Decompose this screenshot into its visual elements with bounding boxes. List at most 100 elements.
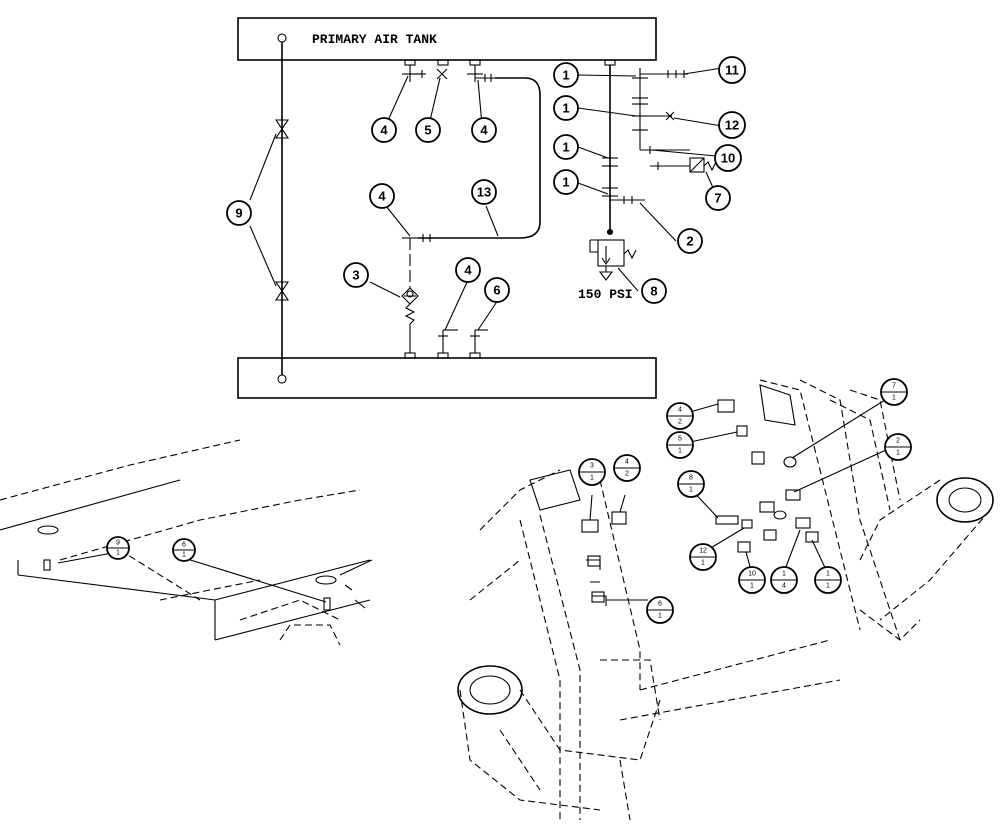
svg-text:1: 1 [782,571,786,578]
svg-text:1: 1 [590,475,594,482]
callout-4: 4 [369,183,395,209]
tank-label: PRIMARY AIR TANK [312,32,437,47]
callout-7: 7 [705,185,731,211]
callout-11: 11 [718,56,746,84]
primary-air-tank [237,17,657,61]
svg-text:3: 3 [352,268,359,283]
right-callout-12: 12 1 [689,543,717,571]
left-callout-6: 6 1 [172,538,196,562]
relief-valve [597,239,625,267]
svg-text:9: 9 [116,540,120,547]
callout-3: 3 [343,262,369,288]
svg-text:5: 5 [424,123,431,138]
left-isometric-view: 9 1 6 1 [0,439,373,646]
svg-text:4: 4 [378,189,386,204]
svg-text:13: 13 [477,185,491,200]
right-callout-6: 61 [646,596,674,624]
svg-text:4: 4 [464,263,472,278]
callout-6: 6 [484,277,510,303]
svg-text:1: 1 [750,583,754,590]
svg-text:1: 1 [826,583,830,590]
leader-lines [249,67,723,331]
check-valve [401,287,419,305]
manifold-line [589,65,717,281]
schematic-callouts: 9 4 5 4 4 13 3 4 6 1 1 1 1 11 12 10 7 2 … [226,56,746,304]
bottom-port-fittings [438,329,488,353]
svg-text:4: 4 [678,407,682,414]
callout-4: 4 [471,117,497,143]
callout-1: 1 [553,95,579,121]
fittings [581,399,819,606]
svg-text:10: 10 [748,571,756,578]
svg-text:1: 1 [562,175,569,190]
right-isometric-view: 31 42 61 42 51 71 21 81 121 101 14 11 [457,378,994,821]
svg-text:2: 2 [686,234,693,249]
pressure-label: 150 PSI [578,287,633,302]
right-callout-8: 81 [677,470,705,498]
svg-text:4: 4 [380,123,388,138]
right-callout-3: 31 [578,458,606,486]
tank-connection-line [274,33,290,384]
callout-10: 10 [714,144,742,172]
right-callout-1-4: 14 [770,566,798,594]
svg-text:2: 2 [625,471,629,478]
svg-text:2: 2 [678,419,682,426]
svg-text:6: 6 [182,542,186,549]
right-callout-2: 21 [884,433,912,461]
schematic: PRIMARY AIR TANK [226,17,746,399]
svg-text:12: 12 [699,548,707,555]
pressure-switch [689,157,705,173]
svg-text:1: 1 [562,68,569,83]
tank-ports [404,59,616,359]
svg-text:1: 1 [658,613,662,620]
valve-top [274,119,290,139]
svg-text:9: 9 [235,206,242,221]
callout-13: 13 [471,179,497,205]
right-callout-7: 71 [880,378,908,406]
svg-text:12: 12 [725,118,739,133]
callout-12: 12 [718,111,746,139]
svg-text:8: 8 [689,475,693,482]
left-callout-9: 9 1 [106,536,130,560]
svg-text:6: 6 [493,283,500,298]
svg-text:1: 1 [562,140,569,155]
callout-1: 1 [553,169,579,195]
right-callout-4-2b: 42 [666,402,694,430]
callout-1: 1 [553,62,579,88]
svg-text:1: 1 [701,560,705,567]
svg-text:7: 7 [892,383,896,390]
callout-4: 4 [371,117,397,143]
hose-13 [418,77,541,239]
top-port-fittings [402,65,495,82]
svg-text:8: 8 [650,284,657,299]
svg-text:1: 1 [892,395,896,402]
svg-text:11: 11 [725,63,739,78]
right-callout-4-2: 42 [613,454,641,482]
valve-bottom [274,281,290,301]
right-callout-10: 10 1 [738,566,766,594]
svg-text:1: 1 [116,550,120,557]
svg-text:4: 4 [782,583,786,590]
callout-9: 9 [226,200,252,226]
right-callout-5: 51 [666,431,694,459]
svg-text:4: 4 [625,459,629,466]
callout-5: 5 [415,117,441,143]
svg-text:1: 1 [689,487,693,494]
svg-text:5: 5 [678,436,682,443]
callout-1: 1 [553,134,579,160]
callout-4: 4 [455,257,481,283]
callout-8: 8 [641,278,667,304]
svg-text:4: 4 [480,123,488,138]
svg-text:3: 3 [590,463,594,470]
center-line [401,234,431,353]
svg-text:1: 1 [826,571,830,578]
svg-text:10: 10 [721,151,735,166]
svg-text:2: 2 [896,438,900,445]
callout-2: 2 [677,228,703,254]
svg-text:1: 1 [896,450,900,457]
svg-text:1: 1 [678,448,682,455]
svg-text:1: 1 [182,552,186,559]
secondary-air-tank [237,357,657,399]
right-callout-1-1: 11 [814,566,842,594]
